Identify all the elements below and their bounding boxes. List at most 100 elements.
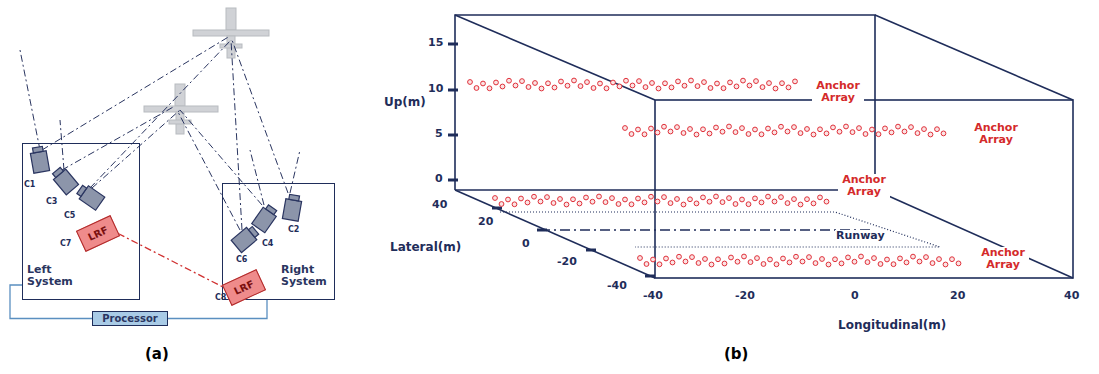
- anchor-dot: [833, 257, 838, 262]
- anchor-dot: [525, 200, 530, 205]
- anchor-dot: [499, 202, 504, 207]
- anchor-dot: [716, 257, 721, 262]
- anchor-dot: [649, 126, 654, 131]
- anchor-dot: [481, 81, 486, 86]
- anchor-dot: [638, 256, 643, 261]
- anchor-dot: [904, 260, 909, 265]
- anchor-dot: [668, 201, 673, 206]
- tick-label: 40: [432, 199, 447, 211]
- lrf-box: LRF: [222, 269, 266, 306]
- anchor-dot: [650, 81, 655, 86]
- anchor-dot: [662, 195, 667, 200]
- anchor-dot: [675, 197, 680, 202]
- anchor-dot: [734, 84, 739, 89]
- anchor-dot: [695, 84, 700, 89]
- anchor-dot: [811, 201, 816, 206]
- anchor-dot: [798, 131, 803, 136]
- anchor-dot: [805, 127, 810, 132]
- anchor-dot: [644, 262, 649, 267]
- anchor-dot: [902, 129, 907, 134]
- anchor-dot: [655, 130, 660, 135]
- anchor-dot: [558, 197, 563, 202]
- anchor-dot: [943, 262, 948, 267]
- anchor-dot: [506, 197, 511, 202]
- array-label: Anchor Array: [838, 174, 890, 198]
- lrf-box: LRF: [76, 215, 120, 252]
- anchor-dot: [794, 254, 799, 259]
- anchor-dot: [604, 86, 609, 91]
- anchor-dot: [753, 127, 758, 132]
- anchor-dot: [623, 197, 628, 202]
- anchor-dot: [507, 78, 512, 83]
- tick-label: 10: [428, 83, 443, 95]
- anchor-dot: [688, 127, 693, 132]
- axis-tick: [448, 44, 655, 276]
- anchor-dot: [656, 86, 661, 91]
- anchor-dot: [917, 259, 922, 264]
- anchor-dot: [852, 259, 857, 264]
- anchor-dot: [532, 194, 537, 199]
- node-label: Left System: [27, 264, 77, 288]
- anchor-dot: [807, 255, 812, 260]
- camera-label: C1: [24, 181, 35, 190]
- anchor-dot: [863, 132, 868, 137]
- anchor-dot: [824, 131, 829, 136]
- processor-box: Processor: [92, 311, 168, 326]
- anchor-dot: [740, 126, 745, 131]
- anchor-dot: [494, 80, 499, 85]
- anchor-dot: [844, 124, 849, 129]
- anchor-dot: [857, 126, 862, 131]
- aircraft: [144, 84, 218, 134]
- plot-frame: [455, 15, 1073, 278]
- tick-label: -40: [607, 280, 627, 292]
- system-box: Right SystemLRF: [222, 183, 335, 300]
- anchor-dot: [720, 200, 725, 205]
- system-box: Left System LRF: [22, 143, 140, 300]
- anchor-dot: [500, 84, 505, 89]
- anchor-dot: [552, 85, 557, 90]
- anchor-dot: [702, 80, 707, 85]
- anchor-dot: [603, 200, 608, 205]
- tick-label: 0: [851, 290, 859, 302]
- anchor-dot: [772, 130, 777, 135]
- anchor-dot: [611, 80, 616, 85]
- anchor-dot: [755, 256, 760, 261]
- anchor-dot: [909, 125, 914, 130]
- anchor-dot: [781, 256, 786, 261]
- anchor-dot: [664, 256, 669, 261]
- anchor-dot: [837, 129, 842, 134]
- camera-label: C7: [60, 240, 71, 249]
- anchor-dot: [930, 261, 935, 266]
- anchor-dot: [657, 262, 662, 267]
- anchor-dot: [572, 78, 577, 83]
- anchor-dot: [539, 86, 544, 91]
- anchor-dot: [787, 260, 792, 265]
- anchor-dot: [578, 84, 583, 89]
- anchor-dot: [721, 86, 726, 91]
- anchor-dot: [779, 195, 784, 200]
- anchor-dot: [675, 125, 680, 130]
- anchor-dot: [742, 254, 747, 259]
- anchor-dot: [813, 261, 818, 266]
- anchor-dot: [668, 129, 673, 134]
- anchor-dot: [865, 260, 870, 265]
- anchor-dot: [551, 201, 556, 206]
- anchor-dot: [545, 195, 550, 200]
- camera-label: C6: [236, 256, 247, 265]
- anchor-dot: [714, 194, 719, 199]
- anchor-dot: [798, 202, 803, 207]
- anchor-dot: [761, 262, 766, 267]
- anchor-dot: [637, 79, 642, 84]
- node-label: LRF: [86, 224, 110, 243]
- anchor-dot: [935, 127, 940, 132]
- anchor-dot: [487, 86, 492, 91]
- node-label: LRF: [232, 278, 256, 297]
- anchor-dot: [676, 79, 681, 84]
- anchor-dot: [792, 125, 797, 130]
- anchor-dot: [767, 81, 772, 86]
- camera-label: C3: [46, 198, 57, 207]
- anchor-dot: [740, 197, 745, 202]
- anchor-dot: [915, 131, 920, 136]
- anchor-dot: [727, 196, 732, 201]
- anchor-dot: [636, 127, 641, 132]
